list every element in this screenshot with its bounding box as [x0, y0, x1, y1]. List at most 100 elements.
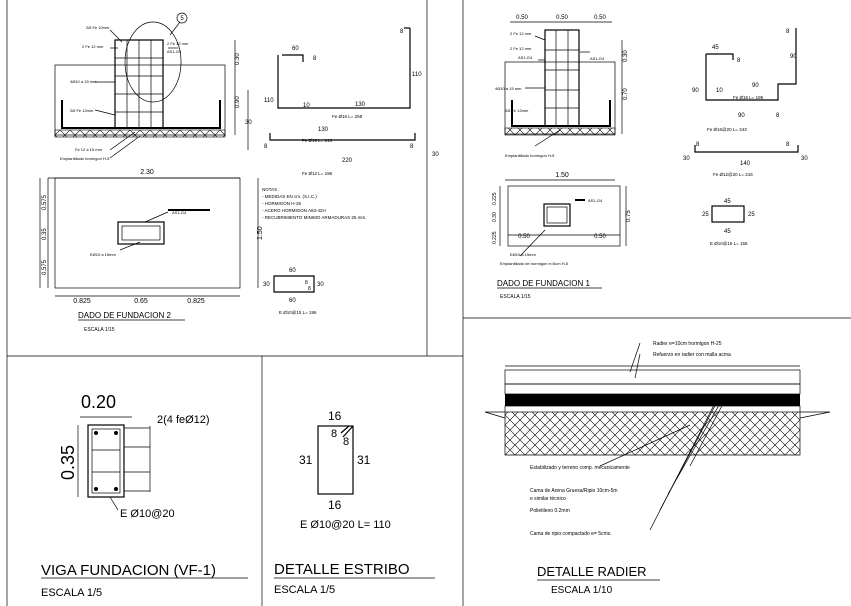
dado2-stir: 60: [289, 268, 296, 274]
dado2-bar3-spec: Fe Ø12 L= 196: [302, 171, 333, 176]
dado2-stir: 30: [263, 282, 270, 288]
dado2-label: EØ10 a 15mm: [90, 252, 116, 257]
slab-note: Radier e=10cm hormigon H-25: [653, 341, 722, 347]
dado1-dim-left: 0.30: [492, 212, 498, 222]
dado1-bar3: 8: [696, 142, 700, 148]
dado1-label: Emplantillado hormigon H-5: [505, 153, 555, 158]
dado2-bar-shapes: [269, 27, 416, 293]
dado1-bar1: 90: [692, 88, 699, 94]
dado1-label: AS1-G4: [518, 55, 533, 60]
dado2-label: Emplantillado hormigon H-5: [60, 156, 110, 161]
dado2-bar2: 110: [412, 72, 422, 78]
slab-note: Polietileno 0.2mm: [530, 508, 570, 514]
note-line: - ACERO HORMIGON A63-42H: [262, 208, 326, 213]
dado2-dim-bottom: 0.65: [134, 298, 148, 305]
dado1-label: 2 Fe 12 mm: [510, 46, 532, 51]
dado1-dim-bottom: 0.50: [518, 234, 530, 240]
dado2-label: 2Ø Fe 10mm: [86, 25, 110, 30]
slab-note: Cama de ripio compactado e= 5cms.: [530, 531, 612, 537]
stirrup-scale: ESCALA 1/5: [274, 584, 335, 596]
dado1-plan: [499, 179, 627, 257]
slab-title: DETALLE RADIER: [537, 564, 647, 579]
dado2-elev-dim: 0.30: [235, 53, 241, 65]
note-line: - MEDIDAS EN cm. (S.I.C.): [262, 194, 317, 199]
dado2-bar1: 110: [264, 98, 274, 104]
dado1-top-dim: 0.50: [516, 15, 528, 21]
dado2-elev-dim: 30: [245, 120, 252, 126]
stirrup-hook: 8: [331, 428, 337, 440]
dado1-stir-spec: E Ø10@15 L= 156: [710, 241, 748, 246]
stirrup-bottom: 16: [328, 498, 342, 512]
dado1-bar-shapes: [694, 28, 799, 223]
slab-note: Cama de Arena Gruesa/Ripio 10cm-5m: [530, 488, 618, 494]
dado1-bar3: 140: [740, 161, 751, 167]
dado2-dim-left: 0.575: [42, 194, 48, 210]
beam-section: [77, 416, 151, 511]
slab-scale: ESCALA 1/10: [551, 585, 613, 596]
dado2-bar1: 10: [303, 103, 310, 109]
dado2-scale: ESCALA 1/15: [84, 327, 115, 333]
stirrup-top: 16: [328, 409, 342, 423]
dado1-bar2-spec: Fe Ø16@20 L= 243: [707, 127, 747, 132]
dado1-width: 1.50: [555, 172, 569, 179]
sheet-frame: [6, 0, 851, 606]
dado1-elev-dim: 0.70: [623, 88, 629, 100]
dado2-label: 2 Fe 12 mm: [82, 44, 104, 49]
dado1-label: 2 Fe 12 mm: [510, 31, 532, 36]
dado1-bar1: 10: [716, 88, 723, 94]
dado2-bar1: 130: [355, 102, 366, 108]
dado1-label: EØ10 a 15mm: [510, 252, 536, 257]
dado2-dim-bottom: 0.825: [73, 298, 91, 305]
dado2-bar2-spec: Fe Ø16 L= 213: [302, 138, 333, 143]
dado2-stir: 60: [289, 298, 296, 304]
dado2-dim-left: 0.575: [42, 259, 48, 275]
dado1-label: AS1-G4: [590, 56, 605, 61]
dado1-bar1-spec: Fe Ø16 L= 195: [733, 95, 764, 100]
dado1-elevation: [504, 21, 623, 147]
dado2-stir: 8: [305, 280, 308, 286]
dado2-plan: [39, 177, 259, 297]
dado2-label: Fe 12 a 15 mm: [75, 147, 103, 152]
dado1-dim-bottom: 0.50: [594, 234, 606, 240]
stirrup-right: 31: [357, 453, 371, 467]
dado1-label: Emplantillado de hormigon e=5cm H-5: [500, 261, 569, 266]
dado1-label: 2Ø Fe 12mm: [505, 108, 529, 113]
dado1-bar1: 45: [712, 45, 719, 51]
dado1-stir: 45: [724, 199, 731, 205]
dado1-top-dim: 0.50: [556, 15, 568, 21]
dado1-depth: 0.75: [626, 210, 632, 222]
dado2-width: 2.30: [140, 169, 154, 176]
dado1-dim-left: 0.225: [492, 231, 498, 244]
dado2-bar3: 30: [432, 152, 439, 158]
dado1-bar2: 90: [738, 113, 745, 119]
dado2-bar1: 8: [313, 56, 317, 62]
slab-note: Estabilizado y terreno comp. mecanicamen…: [530, 465, 630, 471]
stirrup-spec: E Ø10@20 L= 110: [300, 519, 391, 531]
dado2-label: 2 Fe 12 mm: [167, 41, 189, 46]
dado2-elevation: [54, 12, 249, 159]
dado1-scale: ESCALA 1/15: [500, 294, 531, 300]
dado2-bar1: 130: [318, 127, 329, 133]
dado1-bar2: 90: [790, 54, 797, 60]
dado2-dim-bottom: 0.825: [187, 298, 205, 305]
dado2-bar3: 8: [264, 144, 268, 150]
slab-note: Refuerzo en radier con malla acma: [653, 352, 731, 358]
dado1-bar3: 30: [801, 156, 808, 162]
dado2-stir: 8: [308, 286, 311, 292]
stirrup-left: 31: [299, 453, 313, 467]
dado1-bar2: 8: [776, 113, 780, 119]
beam-height: 0.35: [58, 445, 78, 480]
dado2-depth: 1.50: [257, 226, 264, 240]
dado2-elev-dim: 0.90: [235, 96, 241, 108]
dado1-stir: 25: [702, 212, 709, 218]
slab-note: e similar técnico: [530, 496, 566, 502]
dado1-bar3: 30: [683, 156, 690, 162]
note-line: - HORMIGON H-25: [262, 201, 301, 206]
dado2-label: 4Ø10 a 15 mm: [70, 79, 97, 84]
dado2-callout: 5: [180, 16, 184, 22]
notes-title: NOTAS :: [262, 187, 280, 192]
dado2-bar1: 60: [292, 46, 299, 52]
stirrup-title: DETALLE ESTRIBO: [274, 561, 410, 578]
dado2-stir-spec: E Ø10@15 L= 196: [279, 310, 317, 315]
